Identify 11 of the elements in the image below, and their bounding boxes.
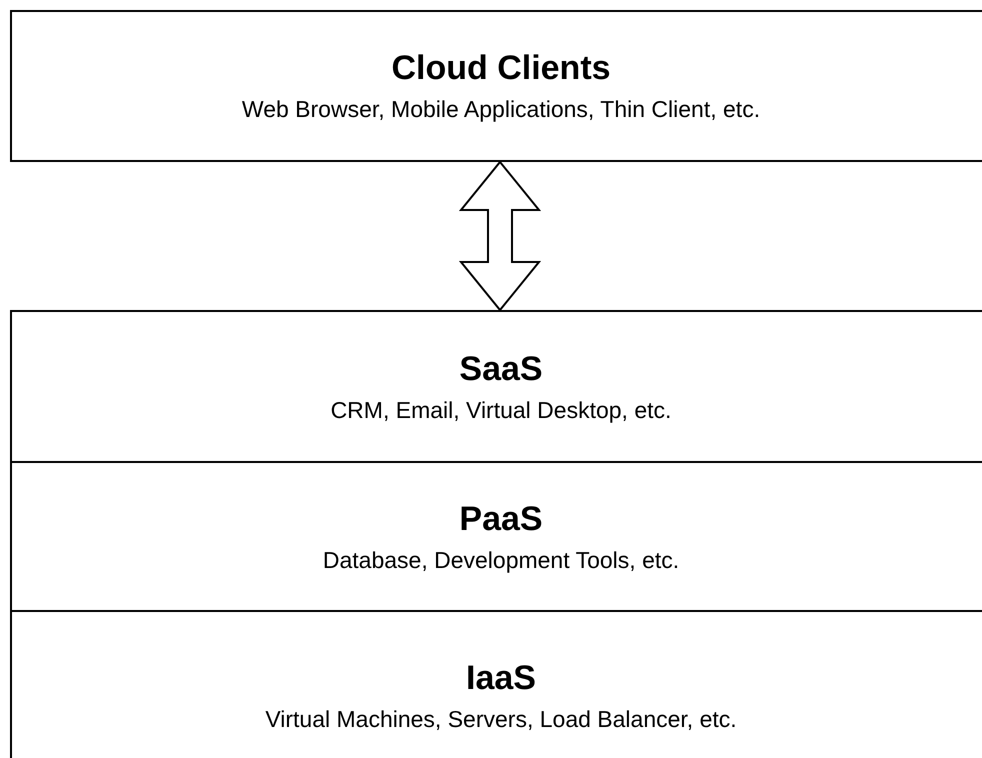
layer-box: [10, 10, 982, 162]
layer-description: Virtual Machines, Servers, Load Balancer, etc.: [265, 705, 737, 734]
double-arrow: [458, 160, 542, 312]
layer-title: Cloud Clients: [391, 48, 611, 88]
layer-title: PaaS: [459, 498, 543, 538]
layer-title: IaaS: [466, 658, 536, 698]
layer-description: Web Browser, Mobile Applications, Thin Client, etc.: [242, 95, 760, 124]
layer-description: Database, Development Tools, etc.: [322, 546, 680, 574]
layer-box: [10, 310, 982, 463]
layer-description: CRM, Email, Virtual Desktop, etc.: [330, 396, 672, 424]
layer-title: SaaS: [459, 348, 543, 388]
